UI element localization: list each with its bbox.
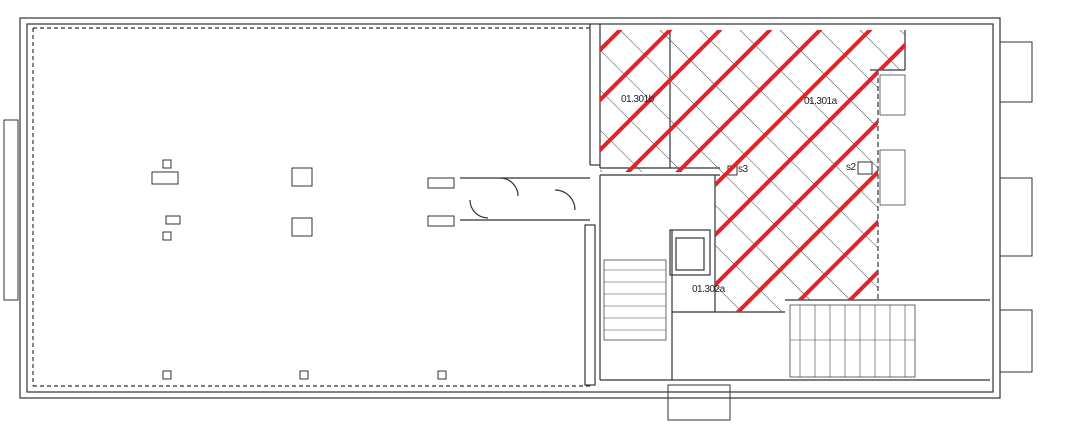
- hatch-line: [668, 30, 905, 312]
- grid-line: [600, 30, 801, 312]
- grid-line: [600, 30, 681, 312]
- grid-line: [600, 30, 601, 312]
- grid-line: [819, 30, 905, 312]
- stairs: [603, 74, 916, 378]
- grid-line: [659, 30, 905, 312]
- room-label-01-301b: 01.301b: [621, 94, 654, 105]
- grid-line: [940, 30, 1066, 330]
- hatch-line: [600, 30, 772, 312]
- hatch-line: [718, 30, 905, 312]
- grid-line: [600, 30, 881, 312]
- walls: [19, 17, 1001, 399]
- marker-s2-box: [857, 161, 873, 175]
- room-label-01-302a: 01.302a: [692, 284, 725, 295]
- stair-treads: [604, 269, 915, 377]
- hatched-area: [600, 30, 1066, 330]
- window-bays: [3, 41, 1033, 421]
- hatch-line: [600, 30, 672, 312]
- hatch-line: [768, 30, 905, 312]
- hatch-line: [600, 30, 622, 312]
- marker-s3-label: s3: [738, 164, 748, 175]
- hatch-line: [818, 30, 905, 312]
- marker-s2-label: s2: [846, 162, 856, 173]
- columns: [151, 159, 873, 380]
- grid-line: [699, 30, 905, 312]
- grid-line: [899, 30, 905, 312]
- grid-line: [779, 30, 905, 312]
- hatch-line: [600, 30, 722, 312]
- room-label-01-301a: 01.301a: [804, 96, 837, 107]
